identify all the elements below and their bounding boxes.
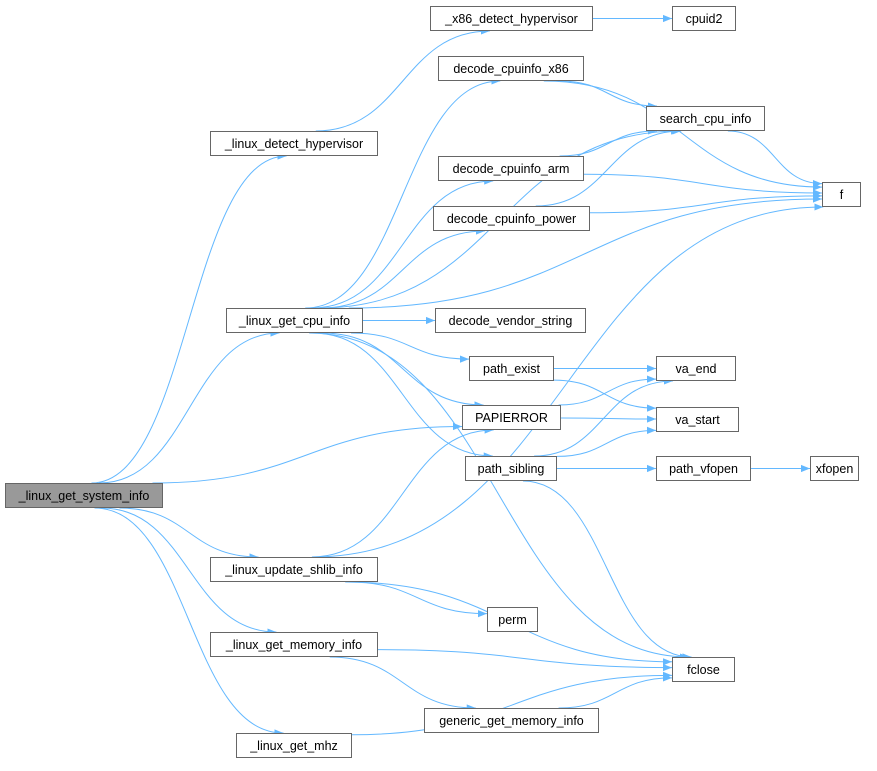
node-search[interactable]: search_cpu_info bbox=[646, 106, 765, 131]
node-pexist[interactable]: path_exist bbox=[469, 356, 554, 381]
node-mhz[interactable]: _linux_get_mhz bbox=[236, 733, 352, 758]
edge-papierr-to-vaend bbox=[558, 375, 657, 406]
edge-genmem-to-fclose bbox=[558, 674, 673, 709]
node-linhyp[interactable]: _linux_detect_hypervisor bbox=[210, 131, 378, 156]
node-pvfopen[interactable]: path_vfopen bbox=[656, 456, 751, 481]
node-genmem[interactable]: generic_get_memory_info bbox=[424, 708, 599, 733]
edge-shlib-to-papierr bbox=[311, 426, 494, 558]
edge-mhz-to-fclose bbox=[351, 671, 673, 736]
edge-shlib-to-perm bbox=[348, 581, 488, 618]
edge-cpuinfo-to-fclose bbox=[309, 332, 689, 661]
edge-sysinfo-to-shlib bbox=[119, 507, 259, 561]
node-vendor[interactable]: decode_vendor_string bbox=[435, 308, 586, 333]
edge-papierr-to-vastart bbox=[560, 415, 657, 423]
edge-meminfo-to-genmem bbox=[329, 656, 476, 712]
edge-psib-to-vastart bbox=[556, 426, 657, 457]
node-vaend[interactable]: va_end bbox=[656, 356, 736, 381]
edge-sysinfo-to-papierr bbox=[152, 422, 463, 484]
edge-dpow-to-search bbox=[535, 127, 682, 207]
node-f[interactable]: f bbox=[822, 182, 861, 207]
edge-sysinfo-to-linhyp bbox=[91, 152, 287, 484]
node-cpuinfo[interactable]: _linux_get_cpu_info bbox=[226, 308, 363, 333]
edge-darm-to-f bbox=[583, 173, 823, 197]
edge-search-to-f bbox=[727, 130, 823, 188]
edge-darm-to-search bbox=[559, 127, 657, 157]
edge-cpuinfo-to-papierr bbox=[322, 332, 484, 409]
edge-psib-to-fclose bbox=[522, 480, 692, 661]
edge-meminfo-to-fclose bbox=[377, 649, 673, 672]
node-xfopen[interactable]: xfopen bbox=[810, 456, 859, 481]
edge-psib-to-vaend bbox=[534, 377, 673, 457]
node-cpuid2[interactable]: cpuid2 bbox=[672, 6, 736, 31]
edge-cpuinfo-to-psib bbox=[312, 332, 493, 460]
edge-pexist-to-vastart bbox=[553, 379, 657, 412]
node-x86hyp[interactable]: _x86_detect_hypervisor bbox=[430, 6, 593, 31]
edge-cpuinfo-to-darm bbox=[312, 177, 494, 309]
node-psib[interactable]: path_sibling bbox=[465, 456, 557, 481]
node-fclose[interactable]: fclose bbox=[672, 657, 735, 682]
node-darm[interactable]: decode_cpuinfo_arm bbox=[438, 156, 584, 181]
edge-cpuinfo-to-pexist bbox=[351, 332, 470, 363]
node-sysinfo[interactable]: _linux_get_system_info bbox=[5, 483, 163, 508]
node-papierr[interactable]: PAPIERROR bbox=[462, 405, 561, 430]
node-shlib[interactable]: _linux_update_shlib_info bbox=[210, 557, 378, 582]
edge-shlib-to-f bbox=[312, 203, 824, 558]
edge-dx86-to-f bbox=[543, 80, 823, 191]
edge-sysinfo-to-meminfo bbox=[101, 507, 277, 636]
node-vastart[interactable]: va_start bbox=[656, 407, 739, 432]
edge-sysinfo-to-mhz bbox=[94, 507, 284, 737]
node-perm[interactable]: perm bbox=[487, 607, 538, 632]
node-dx86[interactable]: decode_cpuinfo_x86 bbox=[438, 56, 584, 81]
edge-linhyp-to-x86hyp bbox=[315, 27, 490, 132]
edge-sysinfo-to-cpuinfo bbox=[99, 329, 280, 484]
edge-dx86-to-search bbox=[559, 80, 657, 110]
edge-cpuinfo-to-f bbox=[348, 195, 823, 309]
edge-cpuinfo-to-dx86 bbox=[305, 77, 501, 309]
edge-cpuinfo-to-dpow bbox=[321, 227, 485, 309]
edge-dpow-to-f bbox=[589, 192, 823, 214]
node-dpow[interactable]: decode_cpuinfo_power bbox=[433, 206, 590, 231]
node-meminfo[interactable]: _linux_get_memory_info bbox=[210, 632, 378, 657]
